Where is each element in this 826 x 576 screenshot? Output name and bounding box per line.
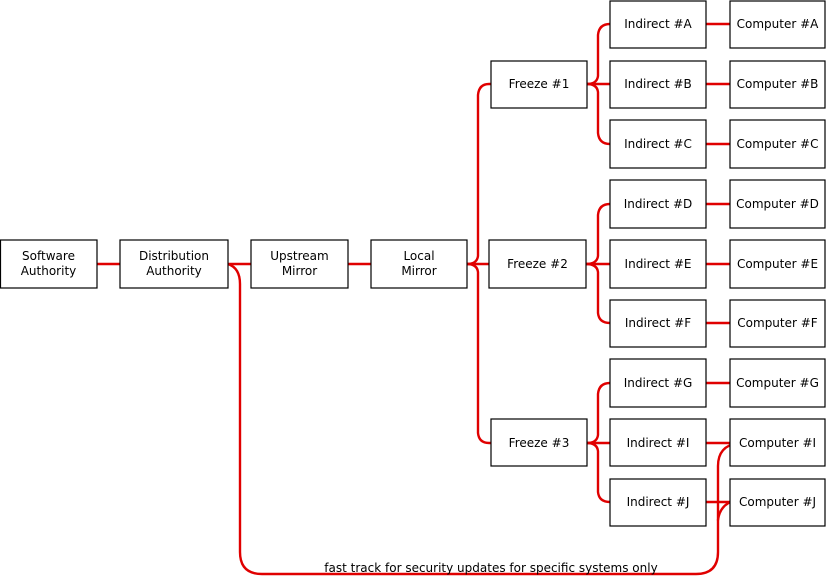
node-label: Distribution <box>139 249 209 263</box>
edge-freeze-3-to-indirect-g <box>585 381 612 445</box>
node-label: Computer #J <box>739 495 816 509</box>
edge-freeze-1-to-indirect-a <box>585 22 612 86</box>
node-upstream-mirror: Upstream Mirror <box>250 239 349 289</box>
node-label: Computer #B <box>737 77 819 91</box>
node-freeze-3: Freeze #3 <box>490 418 588 467</box>
node-label: Upstream <box>270 249 328 263</box>
node-indirect-e: Indirect #E <box>609 239 707 289</box>
node-freeze-1: Freeze #1 <box>490 60 588 109</box>
node-indirect-b: Indirect #B <box>609 60 707 109</box>
node-label: Authority <box>21 264 77 278</box>
node-computer-d: Computer #D <box>729 179 826 229</box>
node-indirect-j: Indirect #J <box>609 478 707 527</box>
node-label: Indirect #A <box>624 17 692 31</box>
node-computer-i: Computer #I <box>729 418 826 467</box>
node-label: Authority <box>146 264 202 278</box>
edge-local-to-freeze-1 <box>465 82 493 266</box>
edges <box>95 22 740 576</box>
node-indirect-g: Indirect #G <box>609 358 707 408</box>
node-label: Indirect #E <box>625 257 692 271</box>
node-computer-e: Computer #E <box>729 239 826 289</box>
node-label: Computer #D <box>736 197 819 211</box>
node-label: Freeze #3 <box>509 436 570 450</box>
node-label: Computer #G <box>736 376 819 390</box>
node-label: Computer #I <box>739 436 816 450</box>
node-indirect-d: Indirect #D <box>609 179 707 229</box>
node-indirect-i: Indirect #I <box>609 418 707 467</box>
node-indirect-c: Indirect #C <box>609 119 707 169</box>
edge-local-to-freeze-3 <box>465 262 493 445</box>
node-label: Mirror <box>401 264 436 278</box>
node-label: Software <box>22 249 75 263</box>
node-label: Indirect #I <box>627 436 690 450</box>
node-label: Computer #F <box>737 316 818 330</box>
node-computer-j: Computer #J <box>729 478 826 527</box>
edge-fast-track <box>226 262 740 576</box>
node-label: Local <box>403 249 434 263</box>
node-label: Freeze #1 <box>509 77 570 91</box>
node-indirect-f: Indirect #F <box>609 299 707 348</box>
node-indirect-a: Indirect #A <box>609 0 707 49</box>
edge-freeze-1-to-indirect-c <box>585 82 612 146</box>
edge-freeze-2-to-indirect-d <box>584 202 612 266</box>
node-computer-a: Computer #A <box>729 0 826 49</box>
fast-track-label: fast track for security updates for spec… <box>324 561 657 575</box>
node-label: Mirror <box>282 264 317 278</box>
node-local-mirror: Local Mirror <box>370 239 468 289</box>
node-computer-b: Computer #B <box>729 60 826 109</box>
node-label: Indirect #G <box>624 376 693 390</box>
node-label: Computer #A <box>737 17 820 31</box>
node-distribution-authority: Distribution Authority <box>119 239 229 289</box>
node-computer-f: Computer #F <box>729 299 826 348</box>
node-software-authority: Software Authority <box>0 239 98 289</box>
node-computer-c: Computer #C <box>729 119 826 169</box>
node-label: Indirect #F <box>625 316 691 330</box>
node-freeze-2: Freeze #2 <box>488 239 587 289</box>
node-label: Freeze #2 <box>507 257 568 271</box>
node-label: Indirect #B <box>624 77 692 91</box>
node-label: Computer #E <box>737 257 818 271</box>
edge-freeze-2-to-indirect-f <box>584 262 612 325</box>
node-label: Indirect #J <box>627 495 690 509</box>
nodes: Software Authority Distribution Authorit… <box>0 0 826 527</box>
node-label: Computer #C <box>737 137 819 151</box>
node-label: Indirect #D <box>624 197 693 211</box>
node-computer-g: Computer #G <box>729 358 826 408</box>
edge-freeze-3-to-indirect-j <box>585 441 612 504</box>
node-label: Indirect #C <box>624 137 692 151</box>
